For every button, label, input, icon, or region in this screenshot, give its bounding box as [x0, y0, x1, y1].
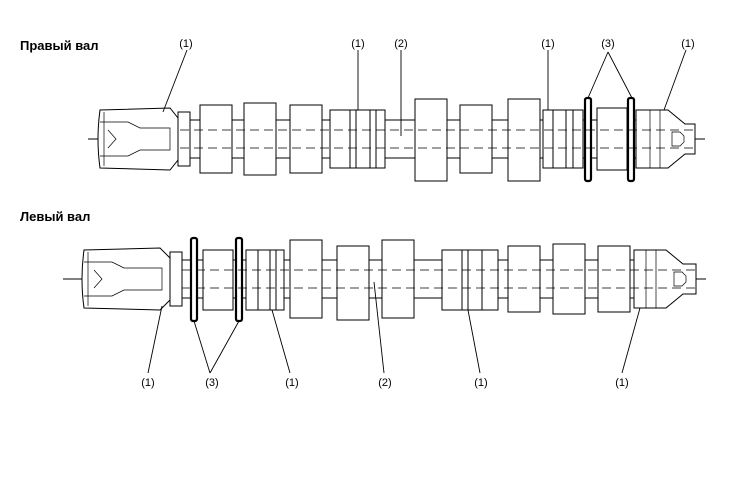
left-leader-2 [373, 281, 385, 374]
right-shaft-drive-end [97, 107, 179, 171]
right-leader-1d [663, 49, 687, 111]
right-leader-1a [162, 49, 188, 113]
left-leader-1b [271, 309, 291, 374]
right-shaft-end-hole [671, 131, 685, 147]
left-leader-1a [147, 305, 163, 374]
left-seal-ring [189, 236, 199, 323]
left-shaft-drive-bore-tip [93, 269, 103, 289]
left-cam [507, 245, 541, 313]
left-shaft-title: Левый вал [20, 209, 91, 224]
right-ring-collar [596, 107, 628, 171]
right-cam [289, 104, 323, 174]
right-cam [459, 104, 493, 174]
left-cam [289, 239, 323, 319]
right-seal-ring [583, 96, 593, 183]
right-label-3: (3) [601, 38, 614, 50]
left-label-1: (1) [141, 377, 154, 389]
right-label-1: (1) [351, 38, 364, 50]
right-label-2: (2) [394, 38, 407, 50]
right-cam [243, 102, 277, 176]
right-shaft-drive-collar [177, 111, 191, 167]
left-leader-1c [467, 309, 481, 374]
left-cam [597, 245, 631, 313]
left-seal-ring [234, 236, 244, 323]
left-shaft-drive-collar [169, 251, 183, 307]
left-shaft-end [633, 249, 697, 309]
right-leader-3 [587, 51, 633, 99]
right-journal [542, 109, 584, 169]
right-journal [329, 109, 386, 169]
left-camshaft: (1) (3) (1) (2) (1) (1) [63, 236, 706, 389]
right-label-1: (1) [541, 38, 554, 50]
left-shaft-drive-end [81, 247, 171, 311]
right-shaft-end [635, 109, 696, 169]
left-ring-collar [202, 249, 234, 311]
right-shaft-title: Правый вал [20, 38, 99, 53]
left-journal [441, 249, 499, 311]
right-shaft-drive-bore-tip [107, 129, 117, 149]
left-cam [381, 239, 415, 319]
left-shaft-end-hole [673, 271, 687, 287]
left-label-1: (1) [615, 377, 628, 389]
right-cam [199, 104, 233, 174]
right-label-1: (1) [179, 38, 192, 50]
right-camshaft: (1) (1) (2) (1) (3) (1) [88, 38, 705, 183]
left-label-3: (3) [205, 377, 218, 389]
right-seal-ring [626, 96, 636, 183]
left-label-2: (2) [378, 377, 391, 389]
left-shaft-drive-bore [84, 261, 163, 297]
left-leader-1d [621, 307, 641, 374]
left-cam [552, 243, 586, 315]
left-journal [245, 249, 285, 311]
right-shaft-drive-bore [100, 121, 171, 157]
right-label-1: (1) [681, 38, 694, 50]
left-label-1: (1) [474, 377, 487, 389]
left-label-1: (1) [285, 377, 298, 389]
right-cam [414, 98, 448, 182]
right-cam [507, 98, 541, 182]
left-cam [336, 245, 370, 321]
left-leader-3 [193, 320, 240, 374]
